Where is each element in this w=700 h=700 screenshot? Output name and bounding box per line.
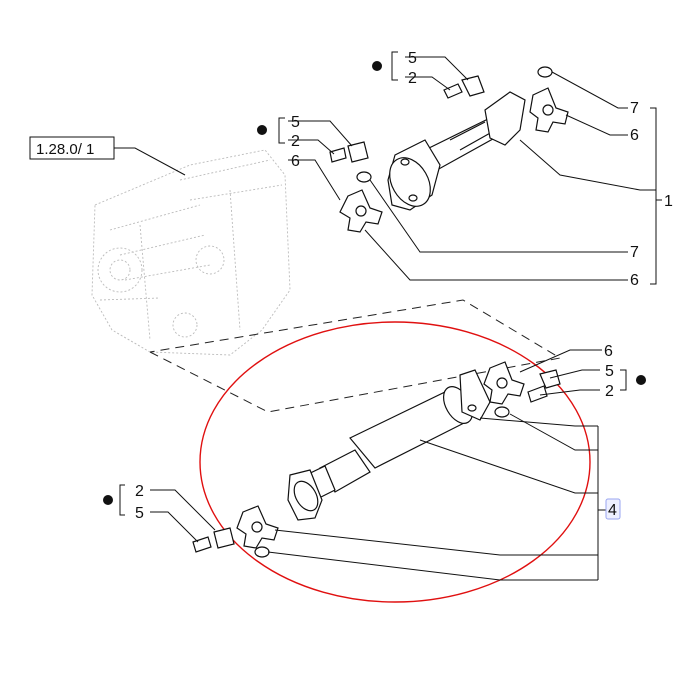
callout-2[interactable]: 2 — [605, 383, 614, 400]
lower-right-bolt-clip — [527, 369, 561, 403]
upper-ring-7 — [537, 66, 553, 78]
upper-bolt-clip — [443, 75, 485, 99]
callout-2[interactable]: 2 — [408, 70, 417, 87]
callout-6[interactable]: 6 — [291, 153, 300, 170]
callout-4[interactable]: 4 — [608, 502, 617, 519]
callout-7[interactable]: 7 — [630, 244, 639, 261]
left-ring-7 — [356, 171, 372, 183]
left-universal-joint-cross — [339, 189, 383, 233]
upper-drive-shaft — [387, 91, 526, 211]
callout-7[interactable]: 7 — [630, 100, 639, 117]
callout-5[interactable]: 5 — [135, 505, 144, 522]
dashed-outline — [149, 299, 562, 413]
callout-5[interactable]: 5 — [605, 363, 614, 380]
leader-lines — [119, 51, 662, 581]
highlight-ellipse — [199, 321, 591, 603]
lower-drive-shaft — [287, 369, 491, 521]
callout-6[interactable]: 6 — [630, 127, 639, 144]
lower-left-ring-7 — [254, 546, 270, 558]
callout-5[interactable]: 5 — [408, 50, 417, 67]
left-bolt-clip — [329, 141, 369, 163]
lower-left-bolt-clip — [192, 527, 235, 553]
lower-right-ring-7 — [494, 406, 510, 418]
callout-5[interactable]: 5 — [291, 114, 300, 131]
lower-left-universal-joint-cross — [236, 505, 279, 549]
callout-2[interactable]: 2 — [135, 483, 144, 500]
upper-universal-joint-cross — [529, 87, 569, 133]
transmission-housing-ghost — [91, 149, 291, 356]
callout-6[interactable]: 6 — [604, 343, 613, 360]
bullet-dot-icon — [636, 375, 646, 385]
item-4-highlight-box — [605, 498, 621, 520]
bullet-dot-icon — [372, 61, 382, 71]
callout-1[interactable]: 1 — [664, 193, 673, 210]
bullet-dot-icon — [257, 125, 267, 135]
reference-callout[interactable]: 1.28.0/ 1 — [29, 136, 186, 176]
reference-label: 1.28.0/ 1 — [36, 141, 94, 158]
lower-right-universal-joint-cross — [483, 361, 525, 405]
callout-2[interactable]: 2 — [291, 133, 300, 150]
bullet-dot-icon — [103, 495, 113, 505]
callout-6[interactable]: 6 — [630, 272, 639, 289]
